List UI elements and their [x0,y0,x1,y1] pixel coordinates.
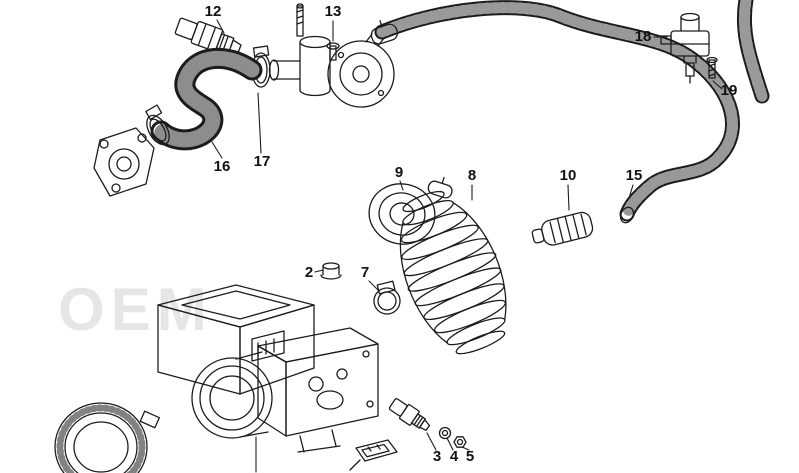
clamp-on-funnel [427,176,453,199]
part-labels: 12 13 18 19 16 17 9 8 10 15 2 7 3 4 5 [205,3,738,465]
clamp-ring [54,402,160,473]
part-label-9: 9 [395,164,403,181]
watermark-text: OEM [58,276,213,343]
part-label-19: 19 [721,82,738,99]
clamp-7 [373,280,401,315]
nut-5 [453,436,467,448]
part-label-2: 2 [305,264,313,281]
clamp-17-lower [145,104,170,146]
hose-connector-10 [531,211,594,246]
part-label-8: 8 [468,167,476,184]
temperature-sensor-12 [174,17,242,53]
part-label-16: 16 [214,158,231,175]
part-label-12: 12 [205,3,222,20]
part-label-17: 17 [254,153,271,170]
temperature-sensor-3 [388,398,431,431]
screw-19 [706,56,718,79]
washer-4 [438,426,452,440]
part-label-13: 13 [325,3,342,20]
artwork-layer [54,0,770,473]
air-flow-meter [157,284,315,395]
part-label-4: 4 [450,448,459,465]
throttle-body [191,327,379,453]
leader-lines [211,19,723,451]
part-label-3: 3 [433,448,441,465]
stud-bolt [296,3,304,37]
part-label-18: 18 [635,28,652,45]
auxiliary-air-valve [268,33,395,108]
part-label-7: 7 [361,264,369,281]
hose-clamp-upper [370,20,399,45]
mounting-flange [93,127,155,197]
part-label-5: 5 [466,448,474,465]
intake-boot-8 [399,190,507,355]
hose-16 [150,47,263,151]
cap-2 [320,262,342,280]
plug-connector [349,439,398,471]
part-label-10: 10 [560,167,577,184]
solenoid-valve-18 [660,12,710,84]
air-funnel-9 [368,183,436,245]
part-label-15: 15 [626,167,643,184]
